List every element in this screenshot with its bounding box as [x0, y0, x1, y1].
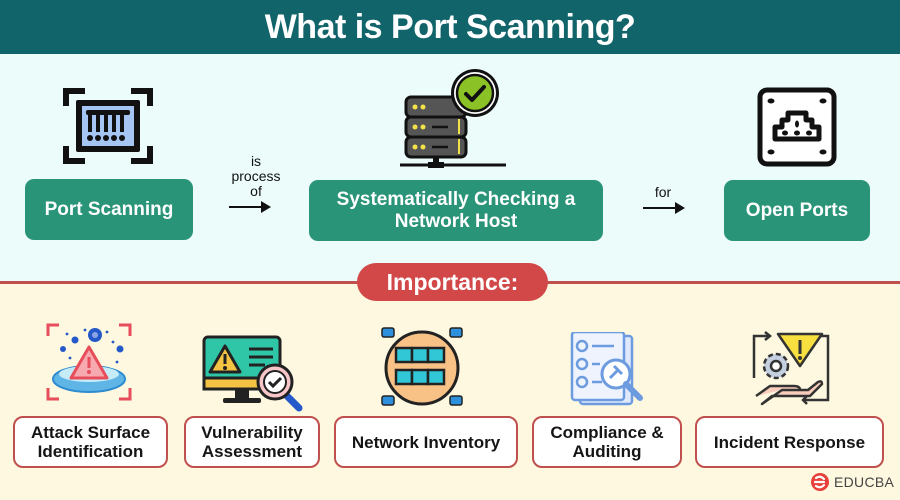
ethernet-port-icon — [757, 87, 837, 167]
incident-response-icon — [752, 331, 830, 406]
card-label: Incident Response — [713, 432, 866, 452]
educba-logo-text: EDUCBA — [834, 474, 895, 490]
importance-card-attack-surface: Attack Surface Identification — [13, 416, 168, 468]
open-ports-box: Open Ports — [724, 180, 870, 241]
port-scanning-label: Port Scanning — [44, 198, 174, 220]
open-ports-label: Open Ports — [745, 199, 849, 221]
systematic-check-label: Systematically Checking a Network Host — [336, 188, 576, 232]
server-check-icon — [400, 69, 506, 168]
connector-label: is process of — [231, 153, 281, 199]
card-label: Compliance & Auditing — [550, 423, 664, 461]
connector-is-process-of: is process of — [228, 154, 284, 199]
connector-for: for — [643, 185, 683, 200]
importance-card-network-inventory: Network Inventory — [334, 416, 518, 468]
importance-card-incident-response: Incident Response — [695, 416, 884, 468]
importance-title: Importance: — [386, 268, 519, 295]
importance-card-vulnerability: Vulnerability Assessment — [184, 416, 320, 468]
arrow-right-icon — [643, 202, 685, 214]
connector-label: for — [654, 184, 672, 200]
importance-card-compliance: Compliance & Auditing — [532, 416, 682, 468]
educba-logo: EDUCBA — [810, 472, 894, 492]
arrow-right-icon — [229, 201, 271, 213]
document-audit-icon — [570, 332, 643, 406]
header-banner: What is Port Scanning? — [0, 0, 900, 54]
systematic-check-box: Systematically Checking a Network Host — [309, 180, 603, 241]
educba-logo-icon — [811, 473, 829, 491]
monitor-warning-icon — [202, 335, 303, 412]
barcode-scanner-icon — [63, 88, 153, 164]
network-inventory-icon — [381, 327, 463, 406]
card-label: Vulnerability Assessment — [201, 423, 303, 461]
attack-surface-icon — [46, 323, 132, 401]
card-label: Network Inventory — [351, 432, 501, 452]
card-label: Attack Surface Identification — [30, 423, 151, 461]
port-scanning-box: Port Scanning — [25, 179, 193, 240]
page-title: What is Port Scanning? — [264, 7, 636, 46]
importance-pill: Importance: — [357, 263, 548, 301]
